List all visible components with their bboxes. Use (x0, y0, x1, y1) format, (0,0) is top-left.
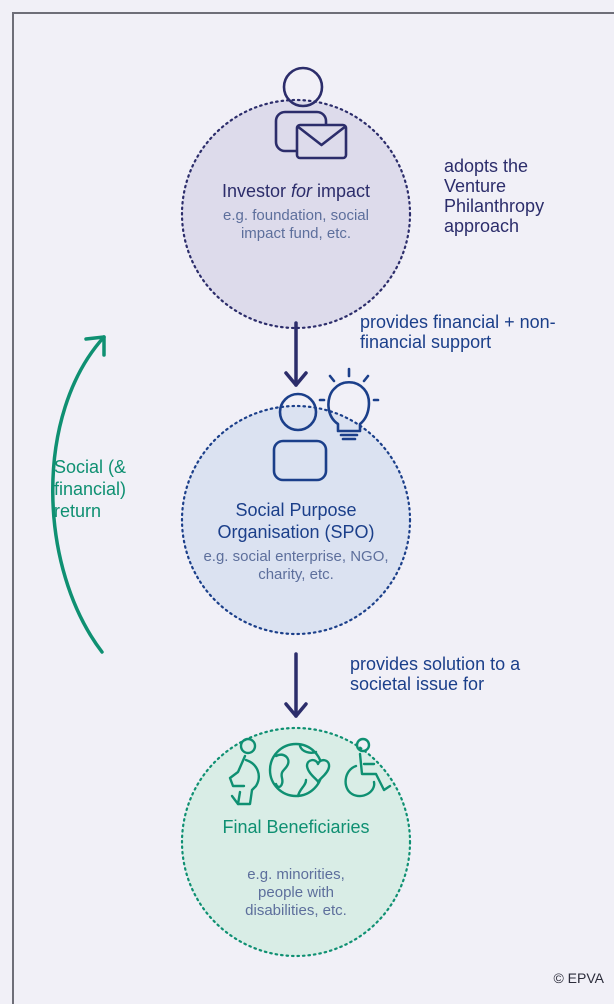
spo-circle (180, 404, 412, 636)
investor-title: Investor for impact (186, 180, 406, 202)
globe-heart-icon (268, 742, 331, 798)
spo-subtitle: e.g. social enterprise, NGO, charity, et… (203, 548, 389, 583)
spo-title: Social Purpose Organisation (SPO) (217, 500, 375, 542)
beneficiaries-subtitle: e.g. minorities, people with disabilitie… (245, 866, 347, 919)
investor-title-em: for (290, 181, 312, 201)
investor-subtitle: e.g. foundation, social impact fund, etc… (223, 207, 369, 242)
person-lightbulb-icon (272, 367, 380, 482)
return-label: Social (& financial) return (54, 457, 127, 521)
investor-circle (180, 98, 412, 330)
arrow1-label: provides financial + non-financial suppo… (360, 312, 556, 352)
wheelchair-icon (344, 737, 392, 798)
pregnant-woman-icon (228, 737, 260, 806)
beneficiaries-title: Final Beneficiaries (222, 817, 370, 837)
investor-title-post: impact (312, 181, 371, 201)
investor-note: adopts the Venture Philanthropy approach (444, 156, 545, 236)
beneficiaries-circle (180, 726, 412, 958)
person-envelope-icon (274, 66, 348, 160)
arrow-spo-to-beneficiaries (284, 652, 308, 718)
copyright: © EPVA (553, 970, 604, 986)
investor-title-pre: Investor (221, 181, 291, 201)
arrow-investor-to-spo (284, 321, 308, 387)
return-arrow (51, 335, 106, 654)
diagram-frame (12, 12, 614, 1004)
arrow2-label: provides solution to a societal issue fo… (350, 654, 521, 694)
